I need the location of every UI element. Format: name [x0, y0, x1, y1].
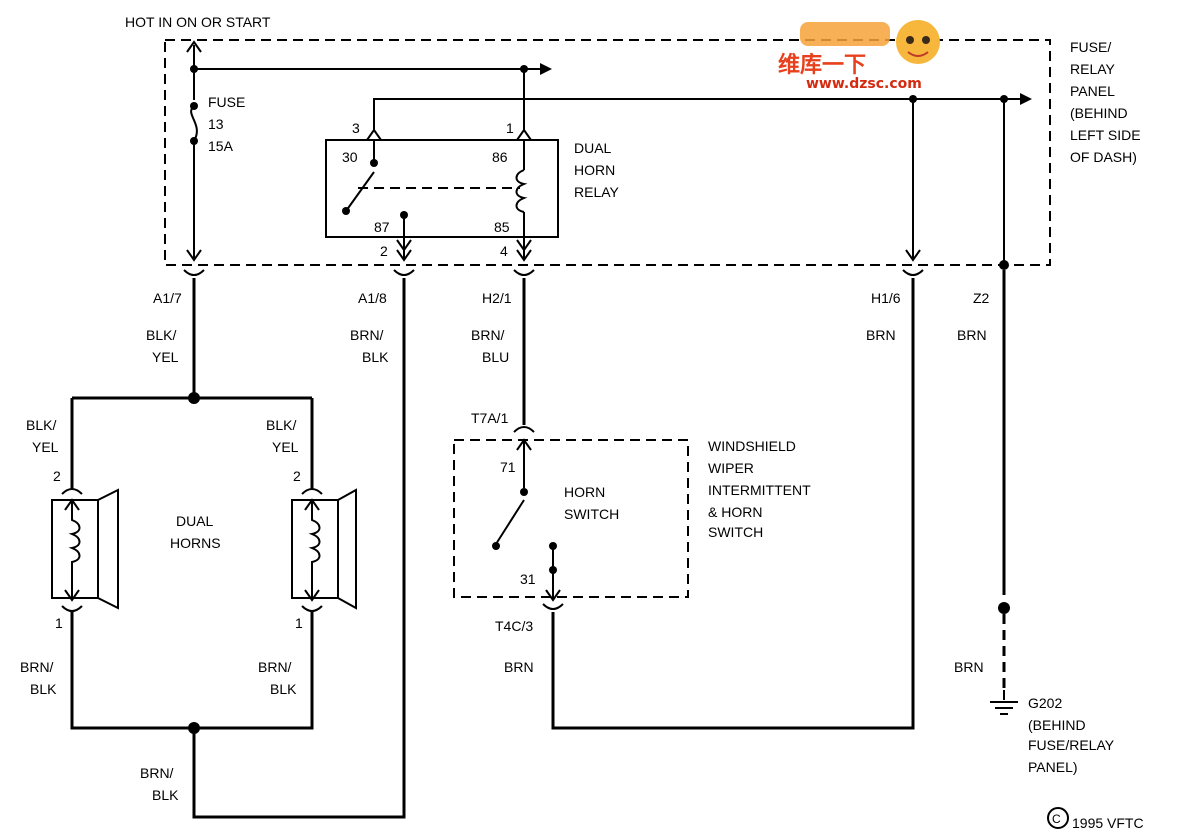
- svg-text:BRN/: BRN/: [20, 659, 54, 675]
- copyright: C 1995 VFTC: [1047, 807, 1144, 831]
- svg-text:INTERMITTENT: INTERMITTENT: [708, 482, 811, 498]
- svg-text:BLK/: BLK/: [266, 417, 296, 433]
- dual-horn-relay: 3 1 30 86 87 85 2 4: [325, 120, 559, 262]
- svg-text:BLK: BLK: [152, 787, 179, 803]
- svg-text:维库一下: 维库一下: [778, 52, 866, 78]
- svg-text:(BEHIND: (BEHIND: [1070, 105, 1128, 121]
- svg-text:DUAL: DUAL: [574, 140, 612, 156]
- svg-text:BRN/: BRN/: [350, 327, 384, 343]
- svg-text:BLK: BLK: [30, 681, 57, 697]
- svg-text:BRN: BRN: [957, 327, 987, 343]
- svg-text:HORN: HORN: [564, 484, 605, 500]
- horn-switch-module: T7A/1 71 31 T4C/3 BRN HORN SWITCH: [453, 410, 689, 675]
- svg-text:BLU: BLU: [482, 349, 509, 365]
- svg-text:FUSE/: FUSE/: [1070, 39, 1111, 55]
- svg-text:C: C: [1052, 812, 1061, 826]
- svg-text:BRN/: BRN/: [471, 327, 505, 343]
- relay-label: DUAL HORN RELAY: [574, 140, 620, 200]
- watermark-logo: 维库一下 www.dzsc.com: [778, 20, 940, 92]
- svg-text:BLK: BLK: [362, 349, 389, 365]
- svg-text:BLK: BLK: [270, 681, 297, 697]
- wire-labels-lower: BRN/ BLK: [140, 765, 179, 803]
- svg-text:PANEL: PANEL: [1070, 83, 1115, 99]
- fuse-relay-panel-box: [164, 39, 1051, 266]
- svg-text:DUAL: DUAL: [176, 513, 214, 529]
- svg-text:2: 2: [293, 468, 301, 484]
- panel-label: FUSE/ RELAY PANEL (BEHIND LEFT SIDE OF D…: [1070, 39, 1141, 165]
- wire-labels-upper: BLK/ YEL BRN/ BLK BRN/ BLU BRN BRN: [146, 327, 987, 365]
- svg-text:1: 1: [295, 615, 303, 631]
- svg-text:SWITCH: SWITCH: [708, 524, 763, 540]
- dual-horns-label: DUAL HORNS: [170, 513, 221, 551]
- ground-wire-brn: BRN: [954, 659, 984, 675]
- svg-text:1995 VFTC: 1995 VFTC: [1072, 815, 1144, 830]
- svg-text:HORNS: HORNS: [170, 535, 221, 551]
- svg-text:2: 2: [380, 243, 388, 259]
- svg-text:2: 2: [53, 468, 61, 484]
- power-feed: [186, 40, 552, 130]
- svg-text:15A: 15A: [208, 138, 234, 154]
- svg-text:SWITCH: SWITCH: [564, 506, 619, 522]
- svg-text:OF DASH): OF DASH): [1070, 149, 1137, 165]
- relay-output-bus: [373, 93, 1032, 265]
- svg-text:WINDSHIELD: WINDSHIELD: [708, 438, 796, 454]
- conn-h2-1: H2/1: [482, 290, 512, 306]
- conn-z2: Z2: [973, 290, 990, 306]
- svg-text:G202: G202: [1028, 695, 1062, 711]
- svg-text:87: 87: [374, 219, 390, 235]
- svg-text:FUSE/RELAY: FUSE/RELAY: [1028, 737, 1115, 753]
- svg-text:BRN: BRN: [866, 327, 896, 343]
- svg-text:1: 1: [506, 120, 514, 136]
- svg-text:BRN: BRN: [504, 659, 534, 675]
- svg-text:85: 85: [494, 219, 510, 235]
- svg-text:3: 3: [352, 120, 360, 136]
- svg-text:& HORN: & HORN: [708, 504, 762, 520]
- svg-text:LEFT SIDE: LEFT SIDE: [1070, 127, 1141, 143]
- right-horn: BLK/ YEL 2 1 BRN/ BLK: [258, 417, 357, 697]
- svg-text:www.dzsc.com: www.dzsc.com: [806, 76, 922, 92]
- svg-text:T7A/1: T7A/1: [471, 410, 509, 426]
- svg-text:71: 71: [500, 459, 516, 475]
- svg-text:HORN: HORN: [574, 162, 615, 178]
- conn-h1-6: H1/6: [871, 290, 901, 306]
- svg-text:FUSE: FUSE: [208, 94, 245, 110]
- svg-text:BRN/: BRN/: [258, 659, 292, 675]
- panel-connectors: [183, 260, 1009, 276]
- svg-text:4: 4: [500, 243, 508, 259]
- svg-text:(BEHIND: (BEHIND: [1028, 717, 1086, 733]
- svg-text:BRN/: BRN/: [140, 765, 174, 781]
- svg-text:86: 86: [492, 149, 508, 165]
- svg-text:YEL: YEL: [272, 439, 299, 455]
- ground-g202: G202 (BEHIND FUSE/RELAY PANEL): [990, 602, 1115, 775]
- left-horn: BLK/ YEL 2 1 BRN/ BLK: [20, 417, 119, 697]
- conn-a1-7: A1/7: [153, 290, 182, 306]
- svg-text:30: 30: [342, 149, 358, 165]
- hot-in-on-label: HOT IN ON OR START: [125, 14, 271, 30]
- fuse-13: FUSE 13 15A: [186, 94, 245, 262]
- svg-text:YEL: YEL: [152, 349, 179, 365]
- svg-text:PANEL): PANEL): [1028, 759, 1078, 775]
- svg-text:31: 31: [520, 571, 536, 587]
- svg-text:WIPER: WIPER: [708, 460, 754, 476]
- svg-text:1: 1: [55, 615, 63, 631]
- svg-text:T4C/3: T4C/3: [495, 618, 533, 634]
- svg-text:YEL: YEL: [32, 439, 59, 455]
- conn-a1-8: A1/8: [358, 290, 387, 306]
- svg-text:RELAY: RELAY: [574, 184, 620, 200]
- svg-text:BLK/: BLK/: [26, 417, 56, 433]
- switch-module-label: WINDSHIELD WIPER INTERMITTENT & HORN SWI…: [708, 438, 811, 540]
- svg-text:RELAY: RELAY: [1070, 61, 1116, 77]
- svg-text:BLK/: BLK/: [146, 327, 176, 343]
- wires: [70, 270, 1006, 819]
- svg-text:13: 13: [208, 116, 224, 132]
